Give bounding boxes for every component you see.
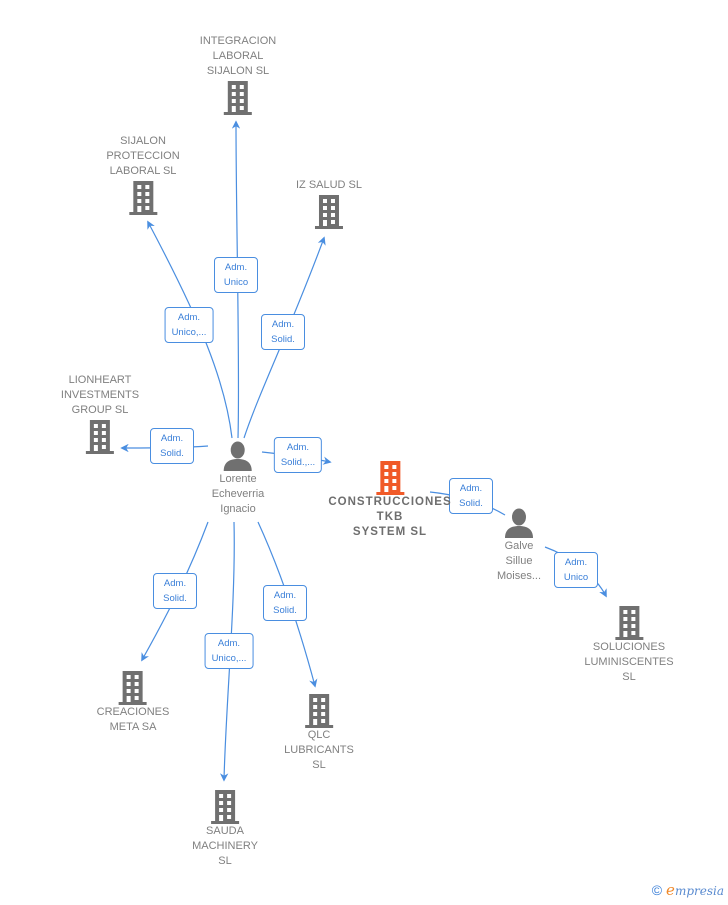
empresia-logo: empresia (666, 881, 724, 899)
node-label: SOLUCIONES LUMINISCENTES SL (584, 641, 674, 683)
edge-label-lorente-izsalud[interactable]: Adm. Solid. (261, 314, 305, 350)
edge-label-galve-construcciones[interactable]: Adm. Solid. (449, 478, 493, 514)
building-icon (305, 694, 333, 728)
node-label: SIJALON PROTECCION LABORAL SL (106, 135, 180, 177)
copyright-icon: © (651, 882, 663, 898)
building-icon (129, 181, 157, 215)
empresia-credit[interactable]: © empresia (652, 881, 724, 899)
building-icon (85, 420, 114, 454)
building-icon (375, 461, 404, 495)
node-label: Galve Sillue Moises... (496, 540, 542, 582)
node-label: Lorente Echeverria Ignacio (211, 473, 265, 515)
person-icon (223, 441, 252, 471)
node-iz-salud[interactable]: IZ SALUD SL (296, 178, 362, 229)
logo-text: mpresia (674, 884, 724, 898)
node-construcciones-tkb-system[interactable]: CONSTRUCCIONES TKB SYSTEM SL (328, 459, 451, 540)
building-icon (119, 671, 147, 705)
edge-label-galve-soluciones[interactable]: Adm. Unico (554, 552, 598, 588)
node-lionheart-investments[interactable]: LIONHEART INVESTMENTS GROUP SL (61, 373, 139, 454)
person-icon (504, 508, 533, 538)
node-label: SAUDA MACHINERY SL (192, 825, 258, 867)
node-integracion-laboral-sijalon[interactable]: INTEGRACION LABORAL SIJALON SL (200, 34, 276, 115)
building-icon (615, 606, 643, 640)
node-label: LIONHEART INVESTMENTS GROUP SL (60, 374, 140, 416)
edge-label-lorente-sauda[interactable]: Adm. Unico,... (204, 633, 254, 669)
edge-label-lorente-construcciones[interactable]: Adm. Solid.,... (273, 437, 323, 473)
node-qlc-lubricants[interactable]: QLC LUBRICANTS SL (284, 692, 354, 773)
edge-label-lorente-qlc[interactable]: Adm. Solid. (263, 585, 307, 621)
edge-lorente-izsalud (243, 236, 326, 439)
node-sauda-machinery[interactable]: SAUDA MACHINERY SL (192, 788, 258, 869)
node-label: QLC LUBRICANTS SL (284, 729, 354, 771)
node-label: CREACIONES META SA (96, 706, 170, 733)
building-icon (315, 195, 343, 229)
edge-lorente-sijalon (147, 220, 233, 439)
node-soluciones-luminiscentes[interactable]: SOLUCIONES LUMINISCENTES SL (584, 604, 674, 685)
node-galve-sillue-moises[interactable]: Galve Sillue Moises... (497, 507, 541, 584)
node-label: IZ SALUD SL (295, 179, 363, 191)
node-lorente-echeverria-ignacio[interactable]: Lorente Echeverria Ignacio (211, 440, 265, 517)
edge-label-lorente-integracion[interactable]: Adm. Unico (214, 257, 258, 293)
building-icon (224, 81, 252, 115)
building-icon (211, 790, 239, 824)
node-creaciones-meta[interactable]: CREACIONES META SA (96, 669, 170, 735)
logo-initial: e (666, 881, 675, 899)
node-label: CONSTRUCCIONES TKB SYSTEM SL (328, 496, 452, 538)
edge-label-lorente-lionheart[interactable]: Adm. Solid. (150, 428, 194, 464)
edge-label-lorente-creaciones[interactable]: Adm. Solid. (153, 573, 197, 609)
node-sijalon-proteccion-laboral[interactable]: SIJALON PROTECCION LABORAL SL (106, 134, 180, 215)
node-label: INTEGRACION LABORAL SIJALON SL (199, 35, 277, 77)
edge-label-lorente-sijalon[interactable]: Adm. Unico,... (164, 307, 214, 343)
